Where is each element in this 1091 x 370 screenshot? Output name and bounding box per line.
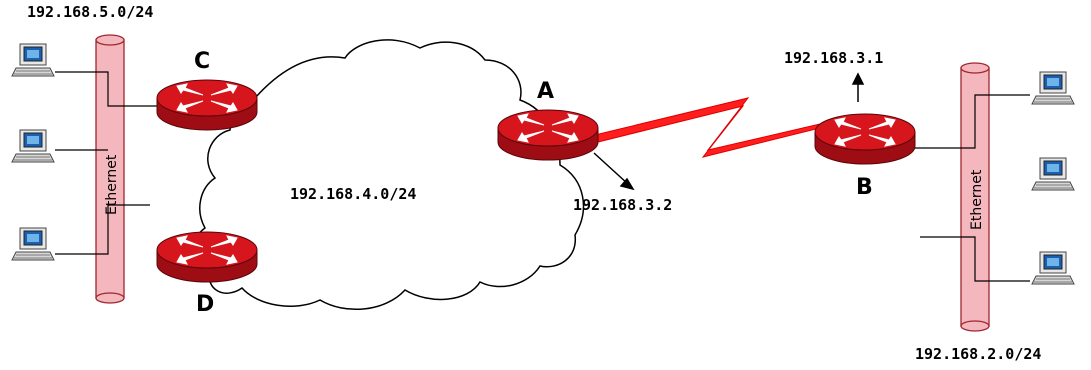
ethernet-label-left: Ethernet [104,154,120,215]
left-lan-links [55,71,160,255]
computer-icon [1031,71,1075,105]
router-d-label: D [196,292,214,317]
lan-left-label: 192.168.5.0/24 [27,3,153,21]
computer-icon [1031,251,1075,285]
router-c-icon [156,79,258,131]
router-d-icon [156,231,258,283]
network-cloud [192,39,585,311]
router-b-icon [814,113,916,165]
computer-icon [1031,157,1075,191]
router-a-icon [497,109,599,161]
serial-link [594,97,821,158]
router-b-ip-label: 192.168.3.1 [784,49,883,67]
right-lan-links [915,94,1030,282]
router-a-label: A [537,79,554,104]
cloud-network-label: 192.168.4.0/24 [290,185,416,203]
router-a-ip-label: 192.168.3.2 [573,196,672,214]
computer-icon [11,227,55,261]
lan-right-label: 192.168.2.0/24 [915,345,1041,363]
router-b-label: B [856,175,873,200]
ip-arrows [593,72,865,191]
ethernet-bus-right [960,62,990,332]
computer-icon [11,129,55,163]
router-c-label: C [194,49,210,74]
ethernet-label-right: Ethernet [969,169,985,230]
computer-icon [11,43,55,77]
ethernet-bus-left [95,34,125,304]
